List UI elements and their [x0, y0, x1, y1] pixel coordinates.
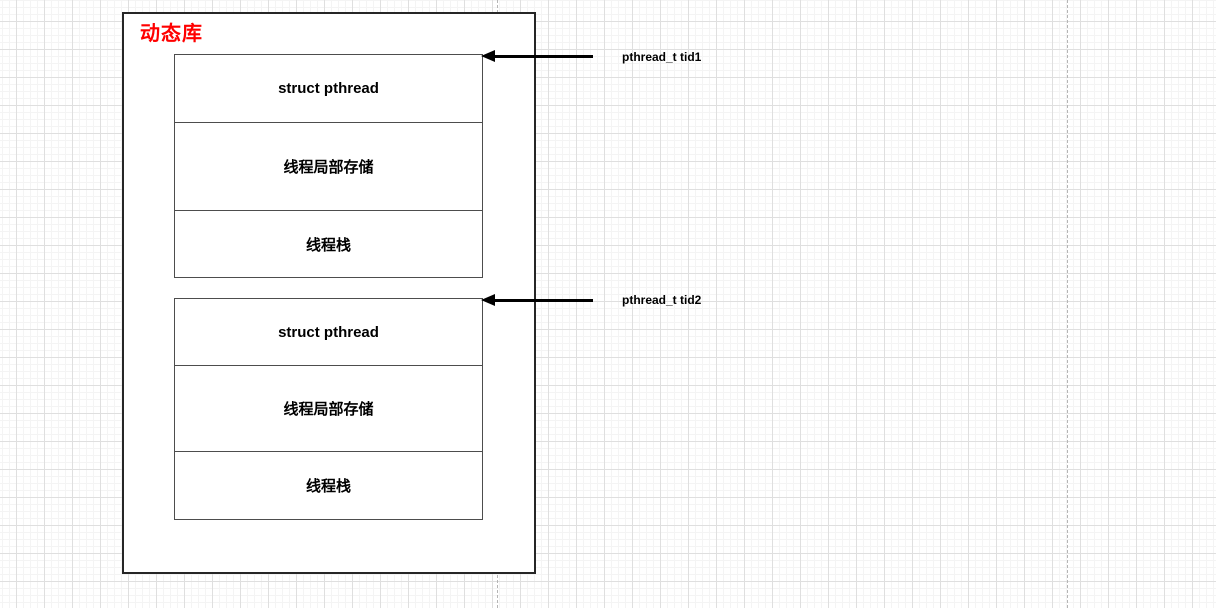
dynamic-library-title: 动态库	[140, 23, 203, 45]
memory-row-struct-pthread[interactable]: struct pthread	[175, 55, 482, 123]
memory-row-struct-pthread[interactable]: struct pthread	[175, 299, 482, 366]
page-boundary-divider	[1067, 0, 1068, 608]
memory-row-thread-local-storage[interactable]: 线程局部存储	[175, 123, 482, 211]
memory-row-label: struct pthread	[278, 323, 379, 341]
memory-row-label: struct pthread	[278, 80, 379, 97]
memory-row-label: 线程局部存储	[283, 401, 374, 418]
tid2-label[interactable]: pthread_t tid2	[622, 293, 702, 307]
tid2-pointer-arrow[interactable]	[493, 299, 593, 302]
thread-block-1[interactable]: struct pthread 线程局部存储 线程栈	[174, 54, 483, 278]
memory-row-thread-local-storage[interactable]: 线程局部存储	[175, 366, 482, 452]
tid1-pointer-arrow[interactable]	[493, 55, 593, 58]
memory-row-thread-stack[interactable]: 线程栈	[175, 211, 482, 277]
memory-row-thread-stack[interactable]: 线程栈	[175, 452, 482, 519]
tid1-label[interactable]: pthread_t tid1	[622, 50, 702, 64]
memory-row-label: 线程栈	[305, 478, 351, 495]
memory-row-label: 线程栈	[305, 236, 351, 254]
tid1-arrowhead-icon	[481, 50, 495, 62]
tid2-arrowhead-icon	[481, 294, 495, 306]
thread-block-2[interactable]: struct pthread 线程局部存储 线程栈	[174, 298, 483, 520]
memory-row-label: 线程局部存储	[283, 159, 374, 176]
